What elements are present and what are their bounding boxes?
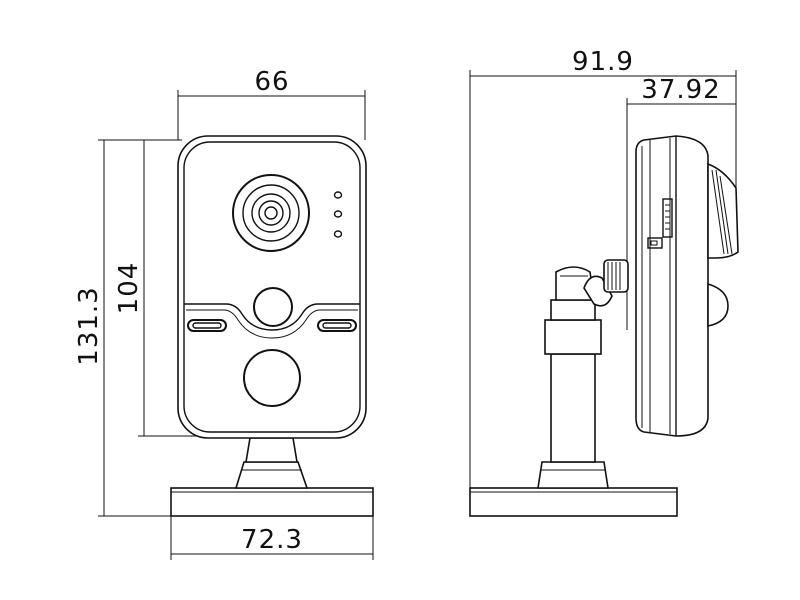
dimension-label-width: 66 (254, 67, 289, 97)
dimension-depth-91-9: 91.9 (469, 47, 737, 516)
side-ball-joint (583, 259, 629, 307)
dimension-body-height-104: 104 (114, 139, 205, 437)
dimension-label-body-depth: 37.92 (641, 75, 720, 105)
dimension-total-height-131-3: 131.3 (74, 139, 172, 517)
front-speaker (243, 349, 301, 407)
front-stand (234, 437, 309, 489)
front-base-plate (170, 487, 374, 517)
dimension-label-total-height: 131.3 (74, 286, 104, 365)
front-pir-sensor (253, 287, 293, 327)
front-camera-body (177, 135, 367, 439)
side-camera-body (635, 135, 709, 437)
front-indicator-leds (333, 191, 343, 238)
side-port-icon (647, 237, 663, 249)
side-base-plate (469, 487, 678, 517)
front-lens (232, 174, 310, 252)
dimension-label-base-width: 72.3 (241, 525, 303, 555)
dimension-width-66: 66 (177, 67, 366, 140)
side-sd-card-slot (662, 198, 673, 238)
front-view: 66 104 131.3 72.3 (74, 67, 374, 560)
front-ir-slots (187, 319, 357, 332)
side-pir-dome (707, 282, 729, 327)
side-lens-protrusion (707, 162, 739, 259)
side-stand-column (544, 266, 602, 463)
side-view: 91.9 37.92 (469, 47, 739, 517)
dimension-body-depth-37-92: 37.92 (626, 75, 736, 330)
dimension-base-width-72-3: 72.3 (170, 516, 374, 560)
dimension-label-total-depth: 91.9 (572, 47, 634, 77)
dimension-label-body-height: 104 (114, 262, 144, 315)
side-stand-foot (537, 461, 609, 489)
